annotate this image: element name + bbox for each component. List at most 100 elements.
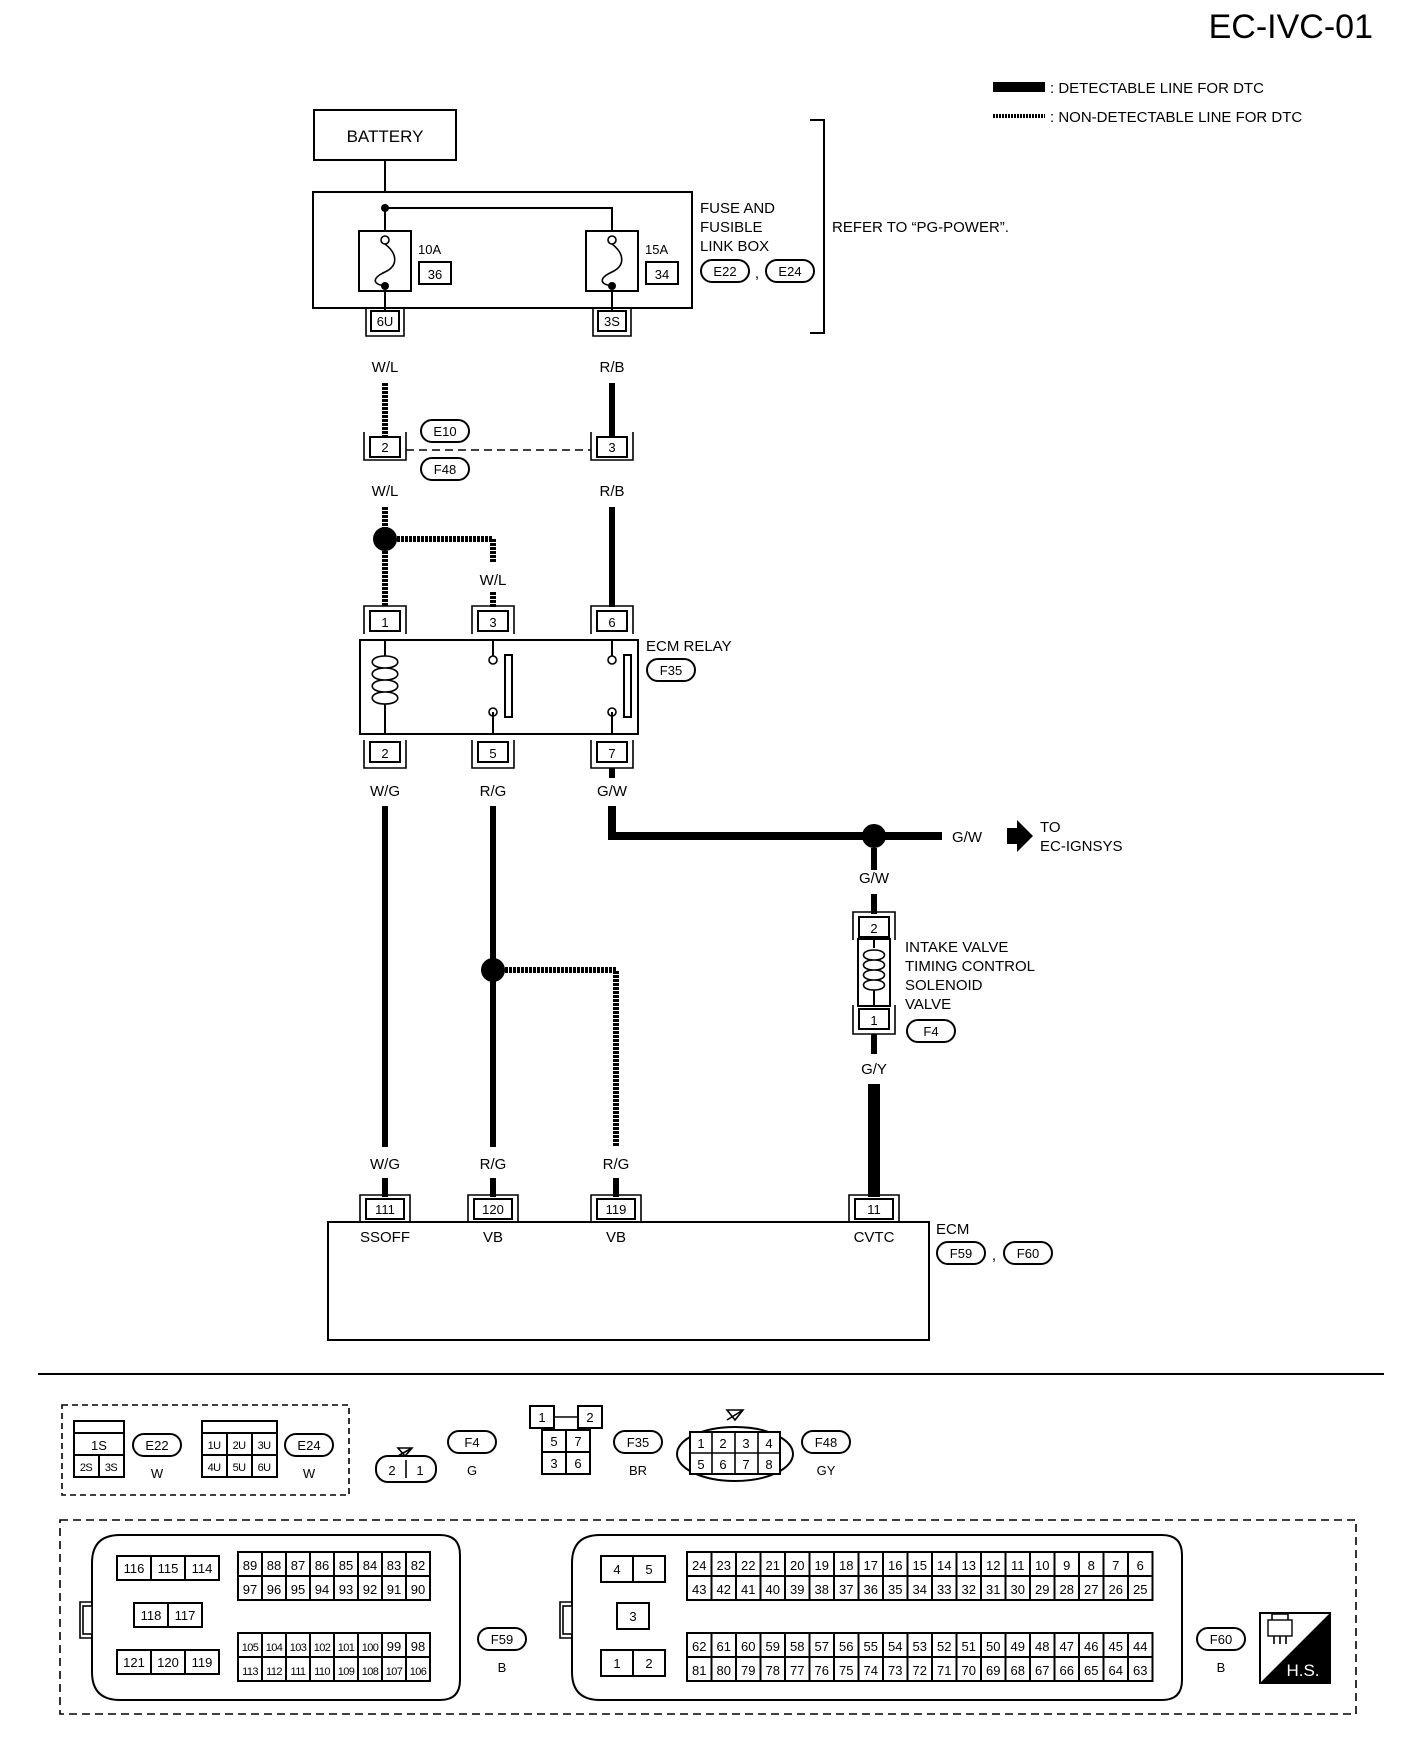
page-title: EC-IVC-01 xyxy=(1209,8,1373,46)
junction-e10-f48 xyxy=(363,432,634,461)
connector-view-e22 xyxy=(73,1420,125,1478)
f60-pin-77: 77 xyxy=(790,1663,804,1678)
f60-pin-18: 18 xyxy=(839,1558,853,1573)
ignsys-line-1: TO xyxy=(1040,819,1061,836)
f59-pin-98: 98 xyxy=(411,1639,425,1654)
f60-pin-68: 68 xyxy=(1011,1663,1025,1678)
f60-pin-cell xyxy=(1102,1575,1129,1601)
connector-view-f48 xyxy=(676,1409,794,1482)
fuse-box-connector-separator: , xyxy=(755,265,759,282)
f60-pin-25: 25 xyxy=(1133,1582,1147,1597)
f59-pin-cell xyxy=(381,1632,407,1658)
f59-pin-99: 99 xyxy=(387,1639,401,1654)
f60-pin-44: 44 xyxy=(1133,1639,1147,1654)
f60-pin-35: 35 xyxy=(888,1582,902,1597)
ecm-pin-119: 119 xyxy=(606,1202,627,1217)
f35-pin-2: 2 xyxy=(586,1410,593,1425)
wire-label-wg-upper: W/G xyxy=(370,783,400,800)
f60-pin-22: 22 xyxy=(741,1558,755,1573)
f60-pin-cell xyxy=(833,1575,860,1601)
battery-label: BATTERY xyxy=(347,127,424,146)
f59-pin-91: 91 xyxy=(387,1582,401,1597)
f60-color: B xyxy=(1217,1660,1226,1675)
f59-pin-121: 121 xyxy=(123,1655,145,1670)
f59-pin-cell xyxy=(333,1575,359,1601)
fuse-34-number: 34 xyxy=(655,267,669,282)
fuse-36-number: 36 xyxy=(428,267,442,282)
f48-pin-8: 8 xyxy=(765,1457,772,1472)
connector-e24-tag xyxy=(765,259,815,283)
f59-pin-112: 112 xyxy=(266,1666,282,1678)
connector-view-f4 xyxy=(375,1447,437,1483)
e22-id: E22 xyxy=(145,1438,168,1453)
f48-id-tag xyxy=(801,1430,851,1454)
solenoid-pin-2: 2 xyxy=(870,921,877,936)
wire-label-gw-relay: G/W xyxy=(597,783,628,800)
e22-color: W xyxy=(151,1466,164,1481)
e22-pin-2s: 2S xyxy=(80,1462,93,1474)
connector-e10-tag xyxy=(420,419,470,443)
fuse-36-body xyxy=(358,230,412,292)
f48-pin-5: 5 xyxy=(697,1457,704,1472)
f4-pin-1: 1 xyxy=(416,1463,423,1478)
f60-pin-52: 52 xyxy=(937,1639,951,1654)
f60-pin-13: 13 xyxy=(962,1558,976,1573)
f60-pin-71: 71 xyxy=(937,1663,951,1678)
legend-detectable-swatch xyxy=(993,82,1045,92)
f60-pin-73: 73 xyxy=(888,1663,902,1678)
terminal-3s: 3S xyxy=(604,314,620,329)
f48-color: GY xyxy=(817,1463,836,1478)
f60-pin-cell xyxy=(808,1656,835,1682)
relay-pin-2: 2 xyxy=(381,746,388,761)
f60-pin-80: 80 xyxy=(717,1663,731,1678)
f60-pin-55: 55 xyxy=(864,1639,878,1654)
ecm-relay-label: ECM RELAY xyxy=(646,638,732,655)
f59-pin-cell xyxy=(405,1632,431,1658)
f60-pin-cell xyxy=(906,1632,933,1658)
arrow-to-ignsys-icon xyxy=(1007,820,1033,852)
f60-pin-15: 15 xyxy=(913,1558,927,1573)
splice-wl xyxy=(373,527,397,551)
f59-pin-97: 97 xyxy=(243,1582,257,1597)
solenoid-pin-1: 1 xyxy=(870,1013,877,1028)
f60-pin-46: 46 xyxy=(1084,1639,1098,1654)
e24-pin-6u: 6U xyxy=(258,1462,272,1474)
f60-pin-cell xyxy=(882,1656,909,1682)
solenoid-label-1: INTAKE VALVE xyxy=(905,939,1008,956)
f60-pin-66: 66 xyxy=(1060,1663,1074,1678)
f60-pin-30: 30 xyxy=(1011,1582,1025,1597)
f60-pin-cell xyxy=(784,1575,811,1601)
f60-pin-72: 72 xyxy=(913,1663,927,1678)
f48-pin-6: 6 xyxy=(719,1457,726,1472)
f59-pin-90: 90 xyxy=(411,1582,425,1597)
f59-pin-cell xyxy=(309,1575,335,1601)
f60-pin-cell xyxy=(931,1551,958,1577)
f48-pin-7: 7 xyxy=(742,1457,749,1472)
junction-pin-right: 3 xyxy=(608,440,615,455)
ecm-connector-group xyxy=(59,1519,1357,1715)
f59-pin-120: 120 xyxy=(157,1655,179,1670)
e24-pin-5u: 5U xyxy=(233,1462,247,1474)
f4-id: F4 xyxy=(464,1435,479,1450)
f60-pin-59: 59 xyxy=(766,1639,780,1654)
f60-pin-49: 49 xyxy=(1011,1639,1025,1654)
f60-pin-cell xyxy=(980,1632,1007,1658)
f4-id-tag xyxy=(447,1430,497,1454)
f59-pin-cell xyxy=(309,1656,335,1682)
f60-pin-cell xyxy=(882,1575,909,1601)
f59-pin-cell xyxy=(333,1656,359,1682)
relay-pin-3: 3 xyxy=(489,615,496,630)
f60-pin-47: 47 xyxy=(1060,1639,1074,1654)
e24-id-tag xyxy=(284,1433,334,1457)
refer-bracket xyxy=(810,119,825,334)
f59-pin-111: 111 xyxy=(291,1666,306,1678)
f60-pin-63: 63 xyxy=(1133,1663,1147,1678)
f59-pin-cell xyxy=(333,1632,359,1658)
f35-pin-6: 6 xyxy=(574,1456,581,1471)
f59-pin-117: 117 xyxy=(175,1608,196,1623)
f60-pin-58: 58 xyxy=(790,1639,804,1654)
f60-pin-34: 34 xyxy=(913,1582,927,1597)
wire-rg-branch xyxy=(505,967,619,1147)
ecm-connector-separator: , xyxy=(992,1247,996,1264)
f60-pin-21: 21 xyxy=(766,1558,780,1573)
